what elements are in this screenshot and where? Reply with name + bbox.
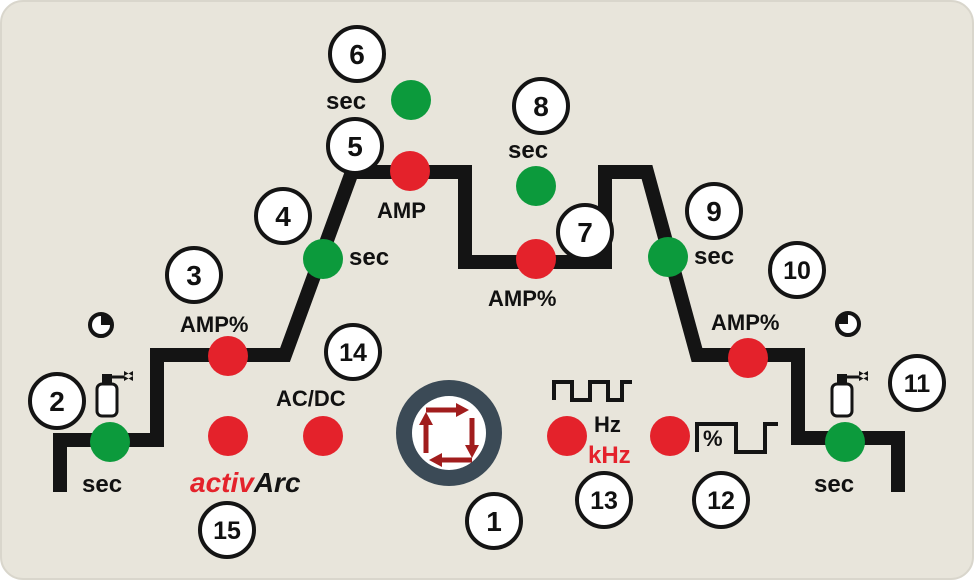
label-ac-dc: AC/DC [276,386,346,411]
led-14-red[interactable] [303,416,343,456]
led-15-red[interactable] [208,416,248,456]
badge-6: 6 [328,25,386,83]
badge-1-text: 1 [486,506,502,537]
badge-15: 15 [198,501,256,559]
badge-9-text: 9 [706,196,722,227]
led-9-green[interactable] [648,237,688,277]
led-11-green[interactable] [825,422,865,462]
badge-14: 14 [324,323,382,381]
led-4-green[interactable] [303,239,343,279]
led-12-red[interactable] [650,416,690,456]
badge-7: 7 [556,203,614,261]
label-sec-right: sec [814,471,854,498]
rotary-knob-icon[interactable] [396,380,502,486]
label-sec-4: sec [349,244,389,271]
badge-10-text: 10 [783,257,811,285]
badge-13-text: 13 [590,487,618,515]
label-hz: Hz [594,412,621,437]
label-amp-5: AMP [377,198,426,223]
clock-icon [835,311,861,337]
label-sec-8: sec [508,137,548,164]
badge-2-text: 2 [49,386,65,417]
led-2-green[interactable] [90,422,130,462]
label-amp-pct-7: AMP% [488,286,556,311]
badge-5: 5 [326,117,384,175]
badge-11-text: 11 [904,370,931,398]
activarc-logo: activArc [190,467,301,498]
badge-2: 2 [28,372,86,430]
led-8-green[interactable] [516,166,556,206]
badge-4: 4 [254,187,312,245]
badge-6-text: 6 [349,39,365,70]
clock-icon [88,312,114,338]
badge-4-text: 4 [275,201,291,232]
led-13-red[interactable] [547,416,587,456]
led-6-green[interactable] [391,80,431,120]
led-7-red[interactable] [516,239,556,279]
badge-11: 11 [888,354,946,412]
badge-9: 9 [685,182,743,240]
led-10-red[interactable] [728,338,768,378]
led-3-red[interactable] [208,336,248,376]
gas-cylinder-icon [95,371,133,418]
badge-1: 1 [465,492,523,550]
activarc-logo-activ: activ [190,467,255,498]
badge-8-text: 8 [533,91,549,122]
badge-3-text: 3 [186,260,202,291]
badge-13: 13 [575,471,633,529]
badge-12-text: 12 [707,487,735,515]
led-5-red[interactable] [390,151,430,191]
pulse-wave-icon [552,380,632,402]
label-sec-left: sec [82,471,122,498]
badge-7-text: 7 [577,217,593,248]
badge-3: 3 [165,246,223,304]
balance-wave-icon: % [695,422,778,454]
badge-15-text: 15 [213,517,241,545]
badge-8: 8 [512,77,570,135]
badge-5-text: 5 [347,131,363,162]
label-amp-pct-3: AMP% [180,312,248,337]
gas-cylinder-icon [830,371,868,418]
label-amp-pct-10: AMP% [711,310,779,335]
badge-14-text: 14 [339,339,367,367]
activarc-logo-arc: Arc [253,467,301,498]
label-sec-6: sec [326,88,366,115]
badge-10: 10 [768,241,826,299]
label-khz: kHz [588,442,631,469]
label-pct: % [703,426,723,451]
label-sec-9: sec [694,243,734,270]
badge-12: 12 [692,471,750,529]
